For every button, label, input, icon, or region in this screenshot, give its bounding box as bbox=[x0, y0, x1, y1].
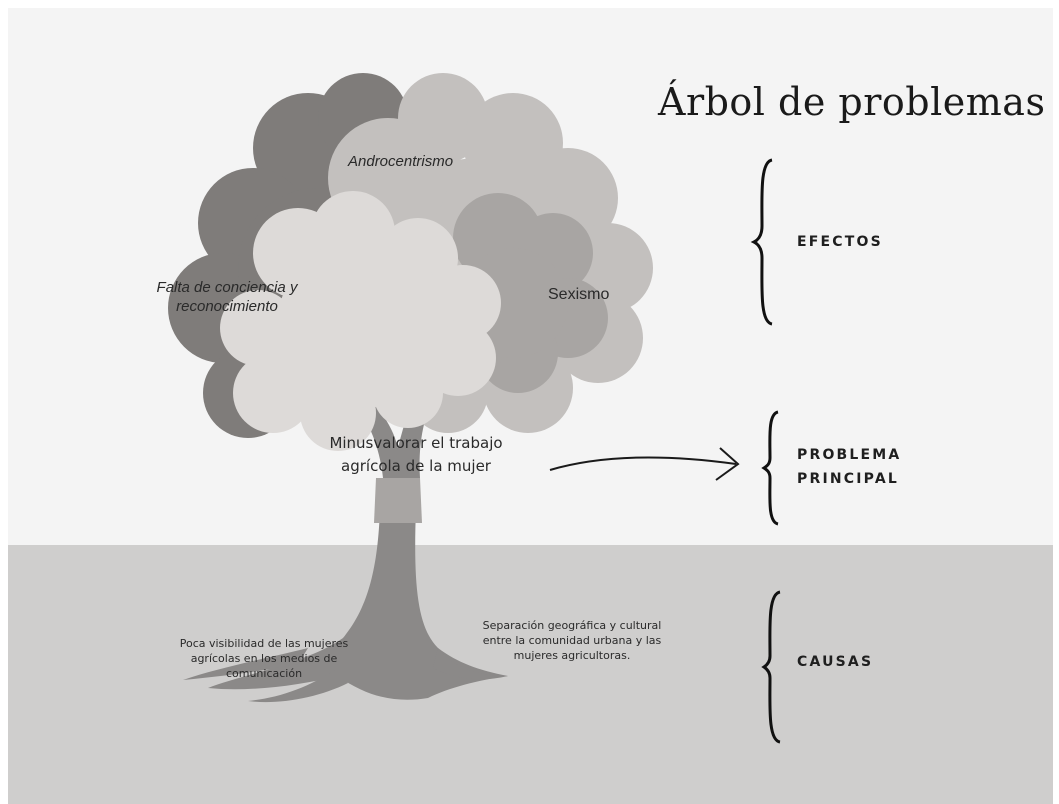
effects-brace bbox=[750, 158, 773, 326]
tree-illustration bbox=[168, 73, 740, 703]
main-problem-text: Minusvalorar el trabajo agrícola de la m… bbox=[329, 434, 503, 475]
tree-trunk bbox=[208, 508, 508, 700]
cause-visibilidad: Poca visibilidad de las mujeres agrícola… bbox=[179, 637, 349, 680]
effect-sexismo: Sexismo bbox=[548, 286, 610, 303]
problem-brace bbox=[761, 410, 779, 526]
cause-separacion: Separación geográfica y cultural entre l… bbox=[482, 619, 662, 662]
causes-brace bbox=[761, 590, 781, 744]
effect-falta-conciencia: Falta de conciencia y reconocimiento bbox=[156, 279, 298, 315]
section-causes: CAUSAS bbox=[797, 654, 874, 670]
canvas: Árbol de problemas Androcentrismo Falta … bbox=[8, 8, 1053, 804]
section-effects: EFECTOS bbox=[797, 234, 883, 250]
ground-area bbox=[8, 545, 1053, 804]
arrow-head bbox=[715, 447, 740, 481]
section-problem-line2: PRINCIPAL bbox=[797, 471, 899, 487]
diagram-title: Árbol de problemas bbox=[658, 80, 1046, 124]
tree-roots bbox=[183, 648, 508, 703]
section-problem-line1: PROBLEMA bbox=[797, 447, 902, 463]
effect-androcentrismo: Androcentrismo bbox=[348, 153, 454, 170]
trunk-band bbox=[374, 478, 422, 523]
canopy-light bbox=[220, 191, 501, 451]
arrow-line bbox=[549, 456, 737, 471]
